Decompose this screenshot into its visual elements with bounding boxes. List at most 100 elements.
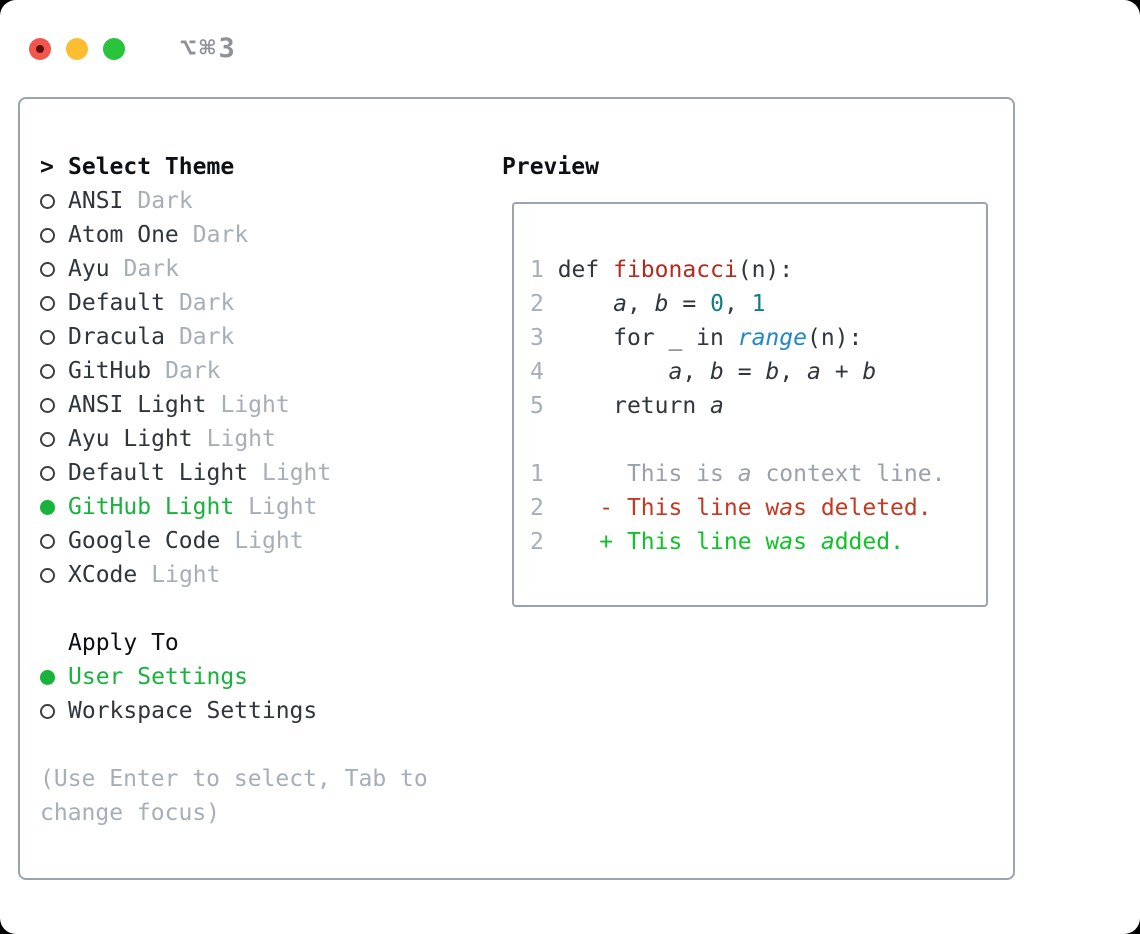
code-token: a [807,359,821,385]
theme-variant-tag: Light [151,562,221,588]
theme-item-ayu[interactable]: Ayu Dark [40,252,502,286]
code-token: range [737,325,807,351]
traffic-light-minimize-button[interactable] [66,37,88,60]
window-title: ⌥⌘3 [180,33,238,64]
theme-name: Ayu Light [68,426,193,452]
theme-variant-tag: Light [234,528,304,554]
prompt-icon: > [40,154,54,180]
traffic-light-close-button[interactable] [29,37,51,60]
theme-variant-tag: Dark [137,188,193,214]
radio-icon [40,295,68,311]
code-token [544,529,599,555]
theme-variant-tag: Light [262,460,332,486]
code-line: 3 for _ in range(n): [530,321,986,355]
code-token: - This line w [599,495,780,521]
code-token: , [682,359,711,385]
apply-to-header: Apply To [40,626,502,660]
code-token: return [543,393,711,419]
theme-item-ayu-light[interactable]: Ayu Light Light [40,422,502,456]
line-number: 2 [530,495,544,521]
theme-name: Atom One [68,222,179,248]
code-line: 4 a, b = b, a + b [530,355,986,389]
theme-variant-tag: Light [220,392,290,418]
radio-selected-icon [40,499,68,515]
radio-icon [40,397,68,413]
code-token: a [668,359,683,385]
theme-item-ansi[interactable]: ANSI Dark [40,184,502,218]
code-token: = [668,291,711,317]
code-token: , [723,291,752,317]
traffic-light-close-dot-icon [36,44,44,53]
theme-item-xcode[interactable]: XCode Light [40,558,502,592]
theme-variant-tag: Dark [192,222,249,248]
code-token: context line. [751,461,946,487]
theme-name: Ayu [68,256,110,282]
theme-name: GitHub [68,358,152,384]
code-token: = [723,359,766,385]
code-token [544,291,613,317]
line-number: 1 [530,461,544,487]
apply-option-workspace-settings[interactable]: Workspace Settings [40,694,502,728]
apply-option-user-settings[interactable]: User Settings [40,660,502,694]
line-number: 1 [530,257,544,283]
line-number: 3 [530,325,544,351]
select-theme-header: > Select Theme [40,150,502,184]
code-token: , [626,291,655,317]
radio-icon [40,261,68,277]
theme-variant-tag: Dark [123,256,179,282]
theme-variant-tag: Dark [165,358,221,384]
theme-variant-tag: Light [206,426,276,452]
spacer-row [40,592,502,626]
code-token: (n): [806,325,863,351]
radio-icon [40,227,68,243]
radio-icon [40,567,68,583]
apply-option-label: Workspace Settings [68,698,318,724]
code-token: for _ in [543,325,738,351]
code-token: s deleted. [793,495,932,521]
code-token: b [654,291,669,317]
line-number: 5 [530,393,544,419]
radio-icon [40,703,68,719]
theme-item-github[interactable]: GitHub Dark [40,354,502,388]
code-token: 0 [710,291,724,317]
code-token: dded. [834,529,904,555]
traffic-light-zoom-button[interactable] [103,37,125,60]
radio-icon [40,329,68,345]
code-token: b [710,359,724,385]
preview-title: Preview [502,154,599,180]
theme-name: Dracula [68,324,165,350]
select-theme-title: Select Theme [68,154,235,180]
code-token [544,359,669,385]
code-token: a [613,291,627,317]
theme-item-google-code[interactable]: Google Code Light [40,524,502,558]
theme-item-ansi-light[interactable]: ANSI Light Light [40,388,502,422]
line-number: 2 [530,291,544,317]
theme-name: XCode [68,562,138,588]
code-line [530,423,986,457]
code-token: (n): [737,257,794,283]
code-token: a [779,529,794,555]
theme-name: ANSI [68,188,124,214]
theme-item-atom-one[interactable]: Atom One Dark [40,218,502,252]
code-line: 1 This is a context line. [530,457,986,491]
theme-name: ANSI Light [68,392,207,418]
line-number: 4 [530,359,544,385]
code-token: b [862,359,877,385]
code-token: b [765,359,780,385]
code-token: a [710,393,724,419]
theme-name: Google Code [68,528,221,554]
apply-option-label: User Settings [68,664,249,690]
apply-to-title: Apply To [68,630,179,656]
